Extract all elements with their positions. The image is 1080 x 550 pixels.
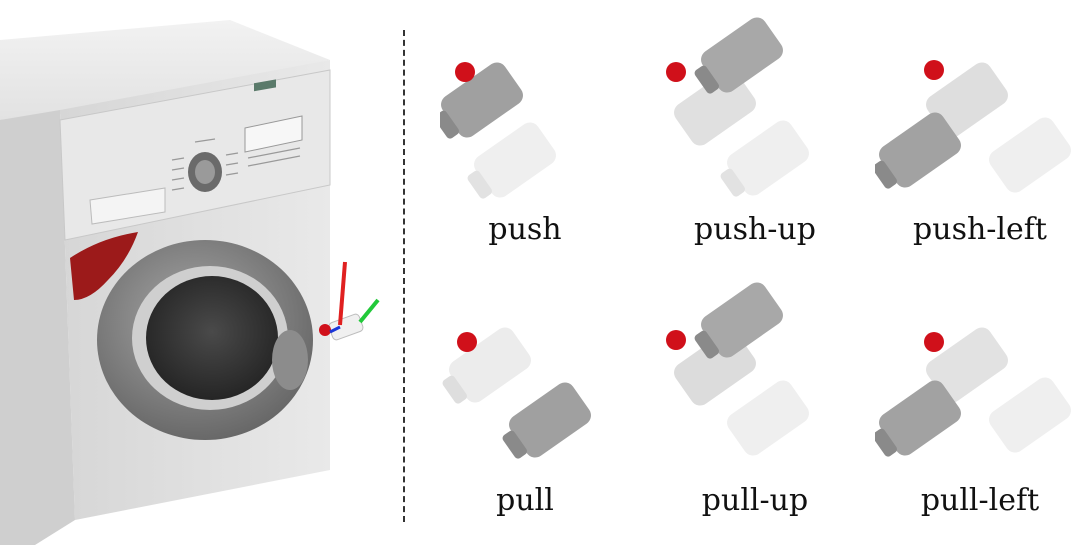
axis-x-icon — [338, 261, 347, 326]
contact-point-icon — [666, 330, 686, 350]
washing-machine-illustration — [0, 20, 380, 545]
action-label: pull — [496, 483, 554, 518]
red-decal — [70, 232, 138, 300]
contact-point-icon — [666, 62, 686, 82]
contact-point-icon — [924, 60, 944, 80]
contact-point-icon — [319, 324, 331, 336]
contact-point-icon — [455, 62, 475, 82]
door-glass — [146, 276, 278, 400]
gripper-push-icon — [440, 62, 556, 199]
gripper-pull-left-icon — [875, 327, 1071, 457]
action-label: push-left — [913, 212, 1047, 247]
action-label: pull-up — [701, 483, 809, 518]
axis-y-icon — [358, 298, 380, 324]
action-label: pull-left — [920, 483, 1040, 518]
action-cell-push-up — [660, 10, 830, 200]
gripper-small — [319, 261, 380, 341]
action-label: push — [488, 212, 562, 247]
gripper-push-left-icon — [875, 60, 1071, 193]
contact-point-icon — [457, 332, 477, 352]
axis-z-icon — [329, 325, 341, 334]
machine-top — [0, 20, 330, 120]
action-cell-push — [440, 40, 610, 200]
gripper-pull-up-icon — [666, 282, 809, 456]
washing-machine-scene — [0, 0, 400, 546]
contact-point-icon — [924, 332, 944, 352]
gripper-pull-icon — [442, 327, 591, 459]
action-cell-pull-up — [660, 280, 830, 470]
door-handle — [272, 330, 308, 390]
action-cell-pull-left — [875, 310, 1075, 470]
detergent-drawer — [89, 187, 166, 225]
gripper-push-up-icon — [666, 17, 809, 197]
action-label: push-up — [694, 212, 816, 247]
action-cell-push-left — [875, 40, 1075, 200]
dashed-divider — [403, 30, 405, 522]
display-screen — [244, 115, 303, 153]
action-cell-pull — [440, 310, 610, 470]
